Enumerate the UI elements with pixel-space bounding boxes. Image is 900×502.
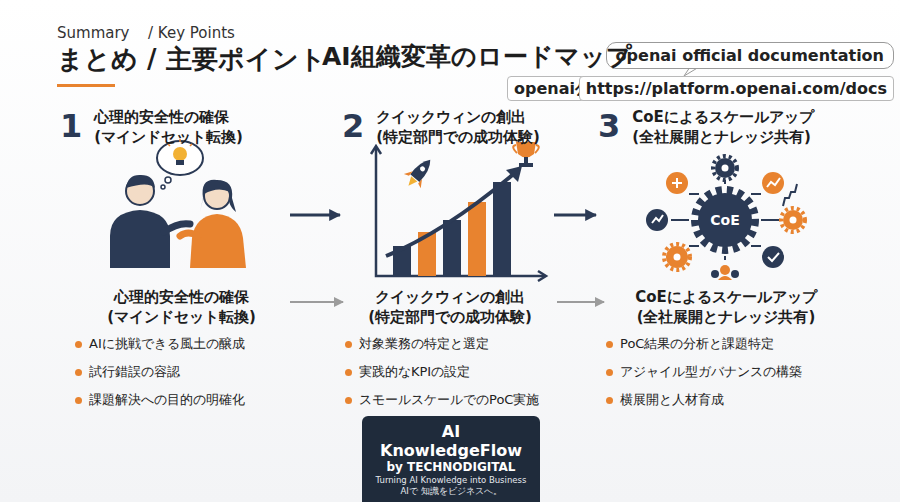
link-text: openai official documentation	[616, 46, 884, 65]
header-row: 2 クイックウィンの創出 (特定部門での成功体験)	[342, 108, 552, 147]
bullet-text: スモールスケールでのPoC実施	[359, 392, 539, 407]
bullet-text: 横展開と人材育成	[620, 392, 724, 407]
header-row: 1 心理的安全性の確保 (マインドセット転換)	[60, 108, 288, 147]
bullet-dot	[75, 369, 82, 376]
bullet-item: 課題解決への目的の明確化	[75, 392, 288, 409]
step-summary: クイックウィンの創出 (特定部門での成功体験) 対象業務の特定と選定実践的なKPI…	[345, 288, 555, 420]
header-tag: / Key Points	[148, 24, 235, 42]
bullet-item: 対象業務の特定と選定	[345, 336, 555, 353]
subtitle: AI組織変革のロードマップ	[322, 40, 632, 73]
link-text: https://platform.openai.com/docs	[586, 79, 887, 98]
bullet-dot	[345, 397, 352, 404]
step-number: 1	[60, 110, 82, 142]
bullet-item: アジャイル型ガバナンスの構築	[606, 364, 846, 381]
bullet-dot	[606, 341, 613, 348]
step-number: 3	[598, 110, 620, 142]
growth-chart	[371, 142, 546, 281]
bullet-item: スモールスケールでのPoC実施	[345, 392, 555, 409]
hub-label: CoE	[710, 212, 739, 228]
bullet-dot	[345, 341, 352, 348]
flow-arrow	[557, 301, 604, 303]
step-number: 2	[342, 110, 364, 142]
bullet-item: AIに挑戦できる風土の醸成	[75, 336, 288, 353]
step-heading: クイックウィンの創出 (特定部門での成功体験)	[345, 288, 555, 327]
step-heading: 心理的安全性の確保 (マインドセット転換)	[94, 108, 288, 147]
brand-company: by TECHNODIGITAL	[370, 460, 532, 475]
step-summary: 心理的安全性の確保 (マインドセット転換) AIに挑戦できる風土の醸成試行錯誤の容…	[75, 288, 288, 420]
bullet-text: 試行錯誤の容認	[89, 364, 180, 379]
header-row: 3 CoEによるスケールアップ (全社展開とナレッジ共有)	[598, 108, 850, 147]
bullet-text: 課題解決への目的の明確化	[89, 392, 245, 407]
link-tag: https://platform.openai.com/docs	[579, 76, 894, 101]
bullet-item: PoC結果の分析と課題特定	[606, 336, 846, 353]
step-heading: CoEによるスケールアップ (全社展開とナレッジ共有)	[606, 288, 846, 327]
step-heading: CoEによるスケールアップ (全社展開とナレッジ共有)	[632, 108, 850, 147]
bullet-item: 試行錯誤の容認	[75, 364, 288, 381]
bullet-dot	[75, 397, 82, 404]
brand-tagline: AIで 知識をビジネスへ。	[370, 486, 532, 497]
step-heading: 心理的安全性の確保 (マインドセット転換)	[75, 288, 288, 327]
step-summary: CoEによるスケールアップ (全社展開とナレッジ共有) PoC結果の分析と課題特定…	[606, 288, 846, 420]
brand-tagline: Turning AI Knowledge into Business	[370, 475, 532, 486]
step-heading: クイックウィンの創出 (特定部門での成功体験)	[376, 108, 552, 147]
step-header: 1 心理的安全性の確保 (マインドセット転換)	[60, 108, 288, 283]
bullet-dot	[345, 369, 352, 376]
speech-bubble: openai official documentation	[606, 42, 894, 69]
step-header: 2 クイックウィンの創出 (特定部門での成功体験)	[342, 108, 552, 283]
flow-arrow	[290, 301, 343, 303]
coe-hub	[646, 156, 805, 280]
header-tag: Summary	[57, 24, 130, 42]
bullet-text: 実践的なKPIの設定	[359, 364, 470, 379]
page-title: まとめ / 主要ポイント	[57, 42, 326, 77]
people-illustration	[110, 139, 246, 268]
bullet-dot	[75, 341, 82, 348]
flow-arrow	[554, 214, 596, 217]
flow-arrow	[290, 214, 340, 217]
bullet-text: アジャイル型ガバナンスの構築	[620, 364, 802, 379]
bullet-item: 横展開と人材育成	[606, 392, 846, 409]
bullet-text: AIに挑戦できる風土の醸成	[89, 336, 245, 351]
bullet-dot	[606, 369, 613, 376]
bullet-item: 実践的なKPIの設定	[345, 364, 555, 381]
bullet-text: 対象業務の特定と選定	[359, 336, 489, 351]
bullet-text: PoC結果の分析と課題特定	[620, 336, 774, 351]
bullet-dot	[606, 397, 613, 404]
step-header: 3 CoEによるスケールアップ (全社展開とナレッジ共有)	[598, 108, 850, 283]
brand-name: AI KnowledgeFlow	[370, 422, 532, 460]
brand-box: AI KnowledgeFlowby TECHNODIGITALTurning …	[362, 416, 540, 502]
